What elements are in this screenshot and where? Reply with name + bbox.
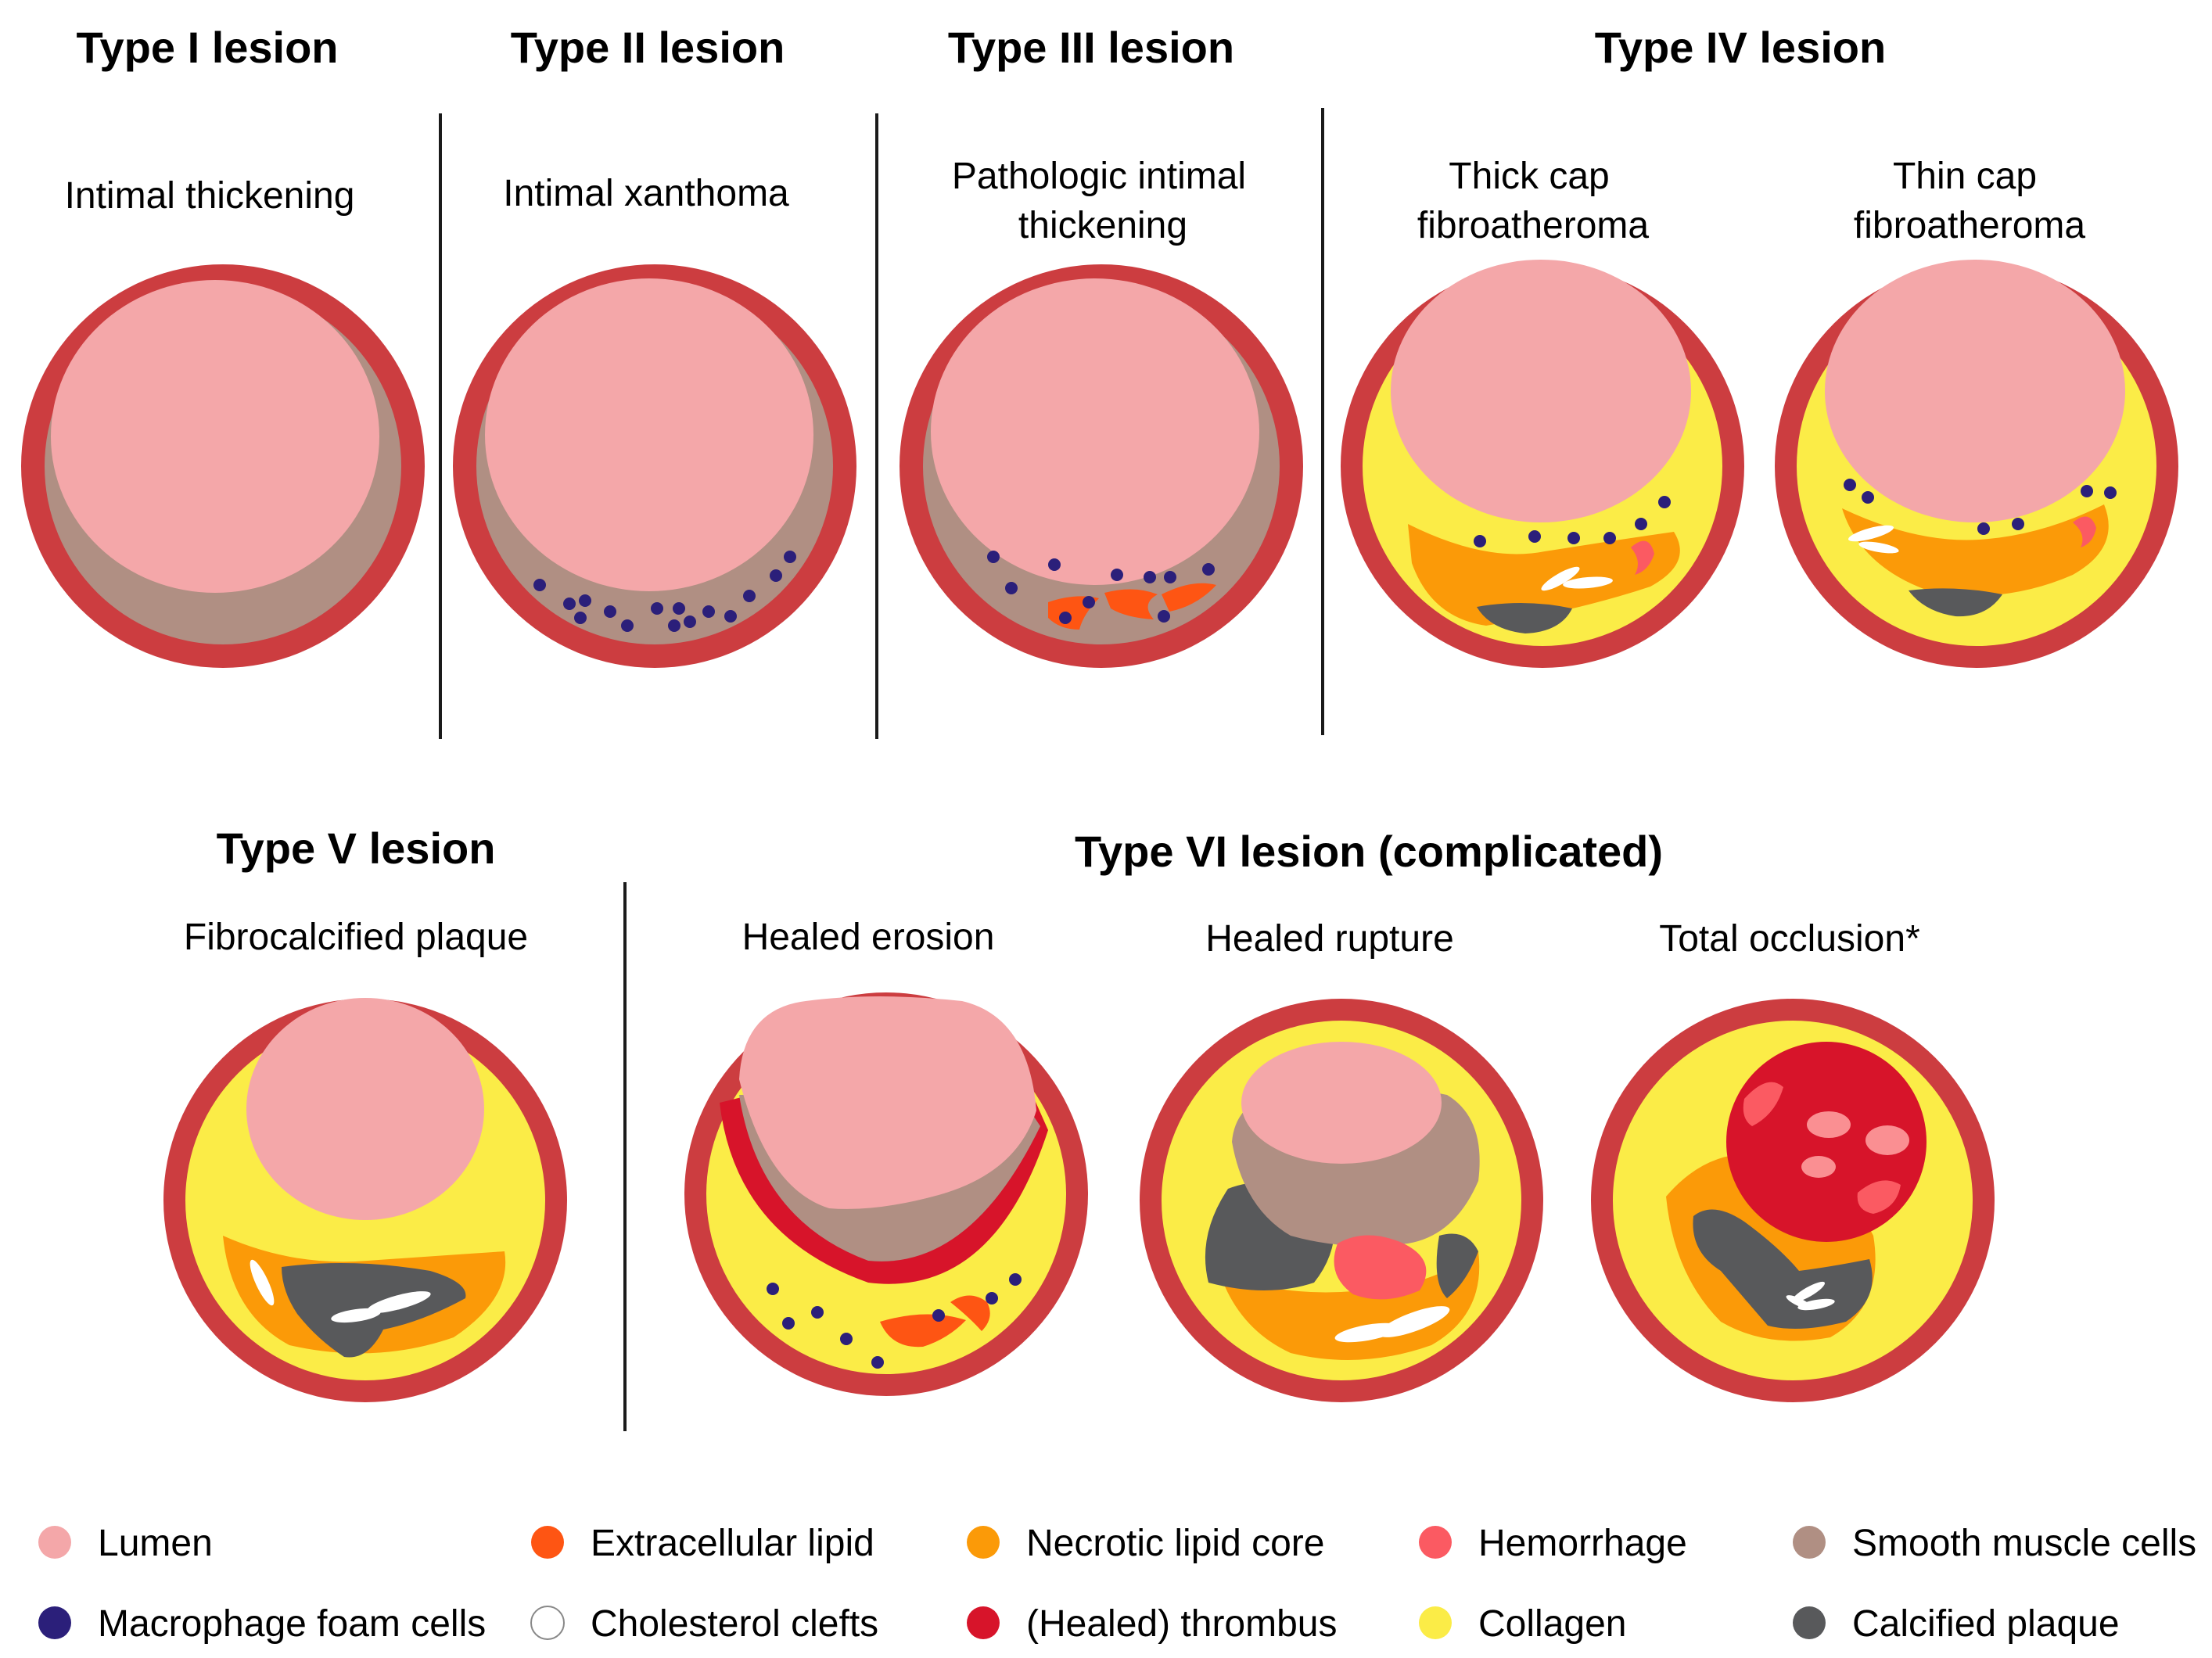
macrophage-foam-cells <box>767 1273 1022 1369</box>
section-dividers <box>439 108 1324 1431</box>
legend-label-smooth-muscle-cells: Smooth muscle cells <box>1852 1523 2196 1564</box>
type3-subtitle-line2: thickening <box>1018 205 1187 246</box>
type2-subtitle: Intimal xanthoma <box>503 173 789 214</box>
cholesterol-clefts <box>1541 566 1613 591</box>
cholesterol-clefts <box>1786 1281 1835 1311</box>
cholesterol-clefts <box>1334 1306 1450 1343</box>
total-occlusion-label: Total occlusion* <box>1659 918 1920 960</box>
vessel-type4-thin-cap <box>1775 260 2178 668</box>
legend-label-calcified-plaque: Calcified plaque <box>1852 1603 2120 1645</box>
legend-label-macrophage-foam-cells: Macrophage foam cells <box>98 1603 486 1645</box>
macrophage-foam-cells <box>1474 496 1671 547</box>
type1-subtitle: Intimal thickening <box>65 175 355 217</box>
type5-subtitle: Fibrocalcified plaque <box>184 917 528 958</box>
vessel-type5 <box>163 998 567 1402</box>
macrophage-foam-cells <box>987 551 1215 624</box>
legend-swatch-smooth-muscle-cells <box>1793 1526 1826 1559</box>
vessel-healed-erosion <box>684 992 1088 1396</box>
legend-swatch-hemorrhage <box>1419 1526 1452 1559</box>
legend-swatch-calcified-plaque <box>1793 1606 1826 1639</box>
legend-label-extracellular-lipid: Extracellular lipid <box>591 1523 874 1564</box>
macrophage-foam-cells <box>1844 479 2117 535</box>
type4-title: Type IV lesion <box>1595 23 1886 72</box>
legend-label-collagen: Collagen <box>1478 1603 1626 1645</box>
vessel-type4-thick-cap <box>1341 260 1744 668</box>
thin-cap-line2: fibroatheroma <box>1854 205 2085 246</box>
type6-title: Type VI lesion (complicated) <box>1075 827 1663 876</box>
healed-erosion-label: Healed erosion <box>742 917 995 958</box>
legend-swatch-necrotic-lipid-core <box>967 1526 1000 1559</box>
legend-label-lumen: Lumen <box>98 1523 213 1564</box>
legend-label-necrotic-lipid-core: Necrotic lipid core <box>1026 1523 1324 1564</box>
type3-title: Type III lesion <box>948 23 1234 72</box>
vessel-type3 <box>900 264 1303 668</box>
thin-cap-line1: Thin cap <box>1893 156 2037 197</box>
legend-swatch-extracellular-lipid <box>531 1526 564 1559</box>
thick-cap-line2: fibroatheroma <box>1417 205 1649 246</box>
thick-cap-line1: Thick cap <box>1449 156 1609 197</box>
vessel-type1 <box>21 264 425 668</box>
cholesterol-clefts <box>1848 525 1899 554</box>
type3-subtitle-line1: Pathologic intimal <box>952 156 1246 197</box>
legend-label-healed-thrombus: (Healed) thrombus <box>1026 1603 1338 1645</box>
type1-title: Type I lesion <box>76 23 338 72</box>
cholesterol-clefts <box>250 1259 431 1323</box>
type2-title: Type II lesion <box>511 23 785 72</box>
hemorrhage-patches <box>1743 1082 1901 1214</box>
vessel-total-occlusion <box>1591 999 1995 1402</box>
vessel-healed-rupture <box>1140 999 1543 1402</box>
type5-title: Type V lesion <box>217 824 496 873</box>
legend-swatch-cholesterol-clefts <box>530 1606 565 1640</box>
legend-swatch-healed-thrombus <box>967 1606 1000 1639</box>
legend-swatch-lumen <box>38 1526 71 1559</box>
healed-rupture-label: Healed rupture <box>1205 918 1454 960</box>
legend: Lumen Extracellular lipid Necrotic lipid c… <box>38 1523 2196 1645</box>
legend-label-cholesterol-clefts: Cholesterol clefts <box>591 1603 878 1645</box>
legend-label-hemorrhage: Hemorrhage <box>1478 1523 1687 1564</box>
legend-swatch-macrophage-foam-cells <box>38 1606 71 1639</box>
vessel-type2 <box>453 264 856 668</box>
light-patches <box>1801 1111 1909 1178</box>
macrophage-foam-cells <box>533 551 796 632</box>
legend-swatch-collagen <box>1419 1606 1452 1639</box>
